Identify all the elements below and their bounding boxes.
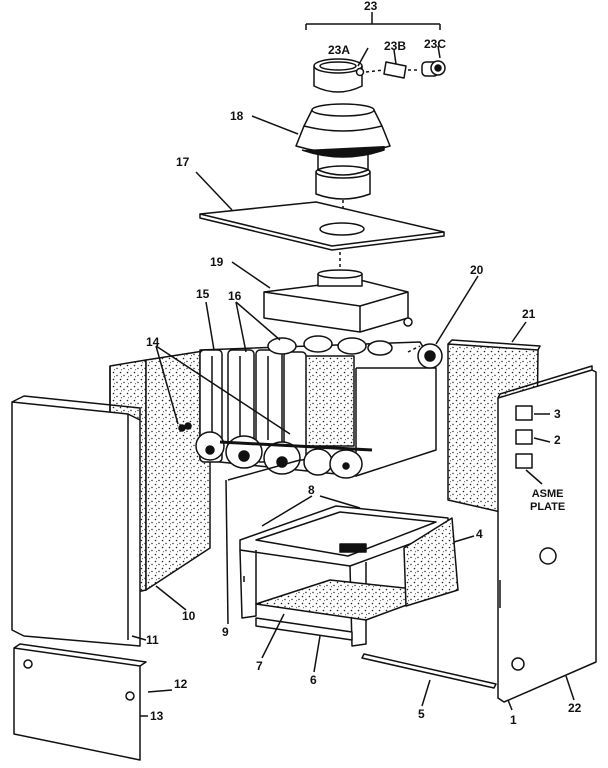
asme-plate-line1: ASME bbox=[531, 488, 564, 500]
callout-23a: 23A bbox=[328, 43, 351, 57]
callout-23: 23 bbox=[364, 0, 378, 13]
callout-23b: 23B bbox=[384, 39, 407, 53]
nipple-14 bbox=[178, 424, 186, 432]
bracket-23b bbox=[383, 61, 407, 79]
callout-20: 20 bbox=[470, 263, 484, 277]
callout-18: 18 bbox=[230, 109, 244, 123]
callout-bracket-23 bbox=[305, 12, 441, 30]
flue-gasket-17 bbox=[199, 201, 445, 251]
lower-front-panel-13 bbox=[13, 643, 147, 761]
callout-3: 3 bbox=[554, 407, 561, 421]
callout-2: 2 bbox=[554, 433, 561, 447]
callout-19: 19 bbox=[210, 255, 224, 269]
leader-lines bbox=[131, 47, 575, 717]
callout-22: 22 bbox=[568, 701, 582, 715]
callout-16: 16 bbox=[228, 289, 242, 303]
callout-5: 5 bbox=[418, 707, 425, 721]
switch-23c bbox=[421, 60, 446, 77]
callout-14: 14 bbox=[146, 335, 160, 349]
callout-9: 9 bbox=[222, 625, 229, 639]
callout-10: 10 bbox=[182, 609, 196, 623]
callout-15: 15 bbox=[196, 287, 210, 301]
flue-collector-19 bbox=[263, 269, 413, 333]
asme-plate-label: ASME PLATE bbox=[530, 488, 565, 513]
callout-4: 4 bbox=[476, 527, 483, 541]
callout-11: 11 bbox=[146, 633, 159, 647]
callout-21: 21 bbox=[522, 307, 536, 321]
left-jacket-panel bbox=[11, 395, 141, 647]
callout-17: 17 bbox=[176, 155, 190, 169]
base-rail-6 bbox=[255, 617, 353, 641]
front-jacket-panel-1 bbox=[497, 365, 597, 703]
asme-plate-line2: PLATE bbox=[530, 500, 566, 513]
rod-5 bbox=[361, 653, 497, 689]
flue-collar-23a bbox=[313, 58, 365, 93]
callout-6: 6 bbox=[310, 673, 317, 687]
draft-hood-18 bbox=[295, 103, 391, 200]
callout-23c: 23C bbox=[424, 37, 447, 51]
callout-8: 8 bbox=[308, 483, 315, 497]
side-insulation-4 bbox=[403, 517, 459, 607]
callout-1: 1 bbox=[510, 713, 517, 727]
fitting-20 bbox=[417, 343, 443, 369]
callout-13: 13 bbox=[150, 709, 164, 723]
callout-12: 12 bbox=[174, 677, 188, 691]
burner-pipes bbox=[195, 431, 373, 479]
rear-insulation bbox=[145, 349, 211, 591]
callout-7: 7 bbox=[256, 659, 263, 673]
